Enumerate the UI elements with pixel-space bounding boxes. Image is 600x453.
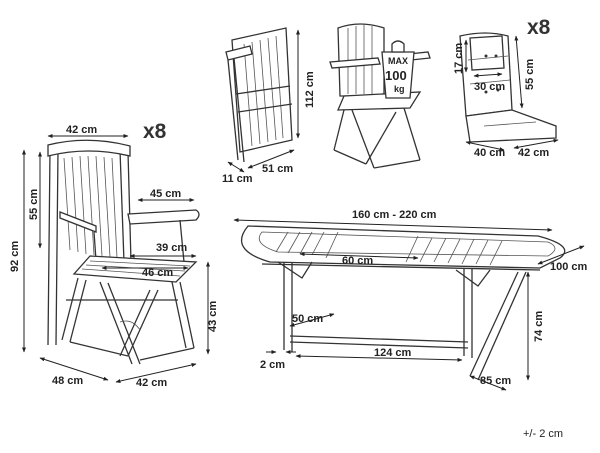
dim-table-width: 100 cm [550, 261, 588, 273]
dim-table-extension: 60 cm [342, 255, 373, 267]
dim-cushion-width: 42 cm [518, 147, 549, 159]
dim-chair-base-width: 42 cm [136, 377, 167, 389]
dim-chair-seat-depth: 39 cm [156, 242, 187, 254]
dim-folded-thickness: 11 cm [222, 173, 253, 185]
dim-cushion-head-height: 17 cm [453, 43, 465, 74]
chair-front-illustration [47, 139, 200, 365]
dim-chair-seat-height: 43 cm [207, 301, 219, 332]
dim-table-height: 74 cm [533, 311, 545, 342]
dim-table-leg-thickness: 2 cm [260, 359, 285, 371]
dim-chair-width: 42 cm [66, 124, 97, 136]
table-dimensions: 160 cm - 220 cm 60 cm 100 cm 74 cm 124 c… [233, 209, 588, 391]
dim-chair-height-total: 92 cm [9, 241, 21, 272]
dim-chair-backrest-height: 55 cm [28, 189, 40, 220]
cushion-dimensions: 17 cm 30 cm 55 cm 40 cm 42 cm x8 [453, 16, 559, 159]
cushion-illustration [459, 32, 557, 143]
badge-line2: 100 [385, 68, 407, 83]
cushion-quantity-label: x8 [527, 16, 551, 39]
badge-line3: kg [394, 84, 405, 94]
chair-folded-dimensions: 112 cm 51 cm 11 cm [222, 29, 316, 185]
dim-chair-base-depth: 48 cm [52, 375, 83, 387]
dim-cushion-depth: 40 cm [474, 147, 505, 159]
chair-front-dimensions: 42 cm 92 cm 55 cm 45 cm 39 cm 46 cm 43 c… [9, 120, 219, 389]
badge-line1: MAX [388, 56, 408, 66]
dim-cushion-length: 55 cm [524, 59, 536, 90]
chair-folded-illustration [225, 27, 293, 163]
dim-chair-armrest-depth: 45 cm [150, 188, 181, 200]
dim-table-foot-depth: 85 cm [480, 375, 511, 387]
dim-table-length: 160 cm - 220 cm [352, 209, 437, 221]
dim-folded-height: 112 cm [304, 71, 316, 108]
dim-cushion-head-width: 30 cm [474, 81, 505, 93]
dim-chair-seat-width: 46 cm [142, 267, 173, 279]
dim-folded-depth: 51 cm [262, 163, 293, 175]
chair-load-illustration: MAX 100 kg [329, 23, 431, 169]
max-load-badge: MAX 100 kg [381, 40, 415, 99]
tolerance-note: +/- 2 cm [523, 428, 563, 440]
chair-quantity-label: x8 [143, 120, 167, 143]
dim-table-leg-span: 50 cm [292, 313, 323, 325]
dim-table-leg-gap: 124 cm [374, 347, 412, 359]
